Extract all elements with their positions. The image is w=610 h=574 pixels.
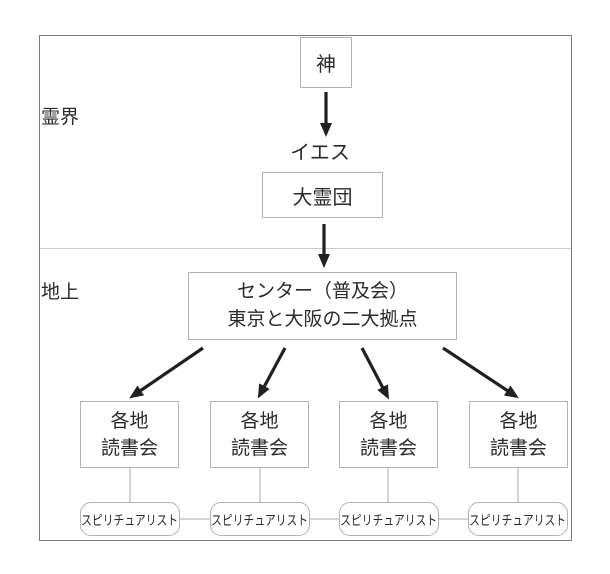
reading-group-line2: 読書会: [489, 437, 547, 459]
spiritualist-label: スピリチュアリスト: [81, 513, 179, 528]
section-divider-line: [40, 248, 571, 249]
spiritualist-label: スピリチュアリスト: [340, 513, 438, 528]
node-god: 神: [300, 37, 352, 88]
node-spiritualist-1: スピリチュアリスト: [80, 502, 180, 536]
section-label-earth: 地上: [41, 282, 80, 303]
reading-group-line2: 読書会: [100, 437, 158, 459]
diagram-frame: [39, 35, 572, 541]
center-line2: 東京と大阪の二大拠点: [227, 309, 418, 330]
node-jesus: イエス: [290, 142, 350, 164]
reading-group-line1: 各地: [240, 410, 279, 432]
node-reading-group-2: 各地 読書会: [210, 401, 309, 468]
reading-group-line1: 各地: [369, 410, 408, 432]
reading-group-line1: 各地: [110, 410, 149, 432]
node-spiritualist-2: スピリチュアリスト: [210, 502, 310, 536]
reading-group-line1: 各地: [499, 410, 538, 432]
node-reading-group-3: 各地 読書会: [339, 401, 438, 468]
reading-group-line2: 読書会: [230, 437, 288, 459]
spiritualist-label: スピリチュアリスト: [211, 513, 309, 528]
center-line1: センター（普及会）: [236, 281, 408, 302]
node-spiritualist-3: スピリチュアリスト: [339, 502, 439, 536]
node-reading-group-4: 各地 読書会: [469, 401, 568, 468]
node-great-spirit-band: 大霊団: [262, 172, 383, 218]
reading-group-line2: 読書会: [359, 437, 417, 459]
node-spiritualist-4: スピリチュアリスト: [468, 502, 568, 536]
section-label-spirit-world: 霊界: [41, 107, 80, 128]
node-center: センター（普及会） 東京と大阪の二大拠点: [188, 272, 457, 340]
spiritualist-label: スピリチュアリスト: [469, 513, 567, 528]
node-reading-group-1: 各地 読書会: [80, 401, 179, 468]
